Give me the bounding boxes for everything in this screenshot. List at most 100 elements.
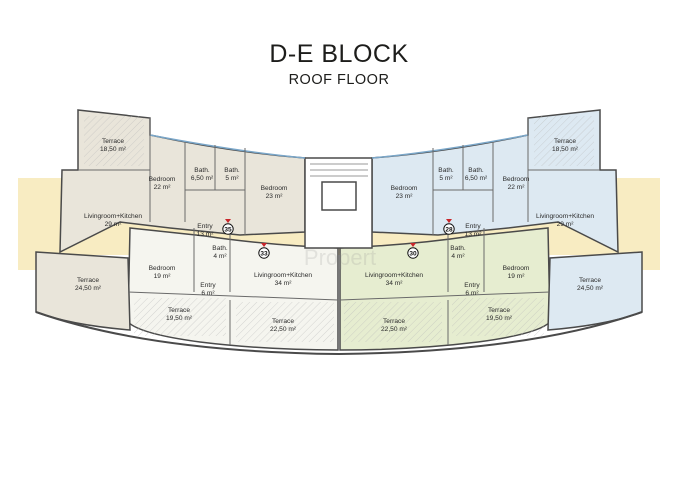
room-area: 24,50 m² [75,285,102,292]
room-name: Terrace [168,307,190,314]
marker-number: 28 [445,226,453,233]
unit-marker: 30 [407,243,419,259]
room-area: 18,50 m² [552,146,579,153]
room-area: 22 m² [508,184,526,191]
marker-arrow-icon [225,219,231,223]
room-area: 13 m² [465,231,483,238]
stair-steps [310,163,368,177]
marker-circle [258,247,270,259]
marker-arrow-icon [410,243,416,247]
room-area: 22,50 m² [381,326,408,333]
room-area: 34 m² [386,280,404,287]
marker-number: 35 [224,226,232,233]
marker-circle [443,223,455,235]
room-name: Bedroom [503,176,530,183]
room-name: Bedroom [149,265,176,272]
room-label: Bath.5 m² [224,167,240,182]
room-name: Livingroom+Kitchen [365,272,423,279]
stair-core [304,157,373,249]
room-name: Terrace [383,318,405,325]
room-name: Entry [465,223,481,230]
room-name: Terrace [102,138,124,145]
room-area: 13 m² [197,231,215,238]
room-label: Bath.5 m² [438,167,454,182]
interior-walls [78,118,600,345]
watermark-text: Propert [304,245,376,270]
room-name: Bath. [194,167,210,174]
room-name: Bath. [450,245,466,252]
room-area: 29 m² [557,221,575,228]
room-name: Bath. [468,167,484,174]
room-label: Bath.4 m² [450,245,466,260]
room-area: 6,50 m² [191,175,214,182]
room-name: Terrace [579,277,601,284]
room-area: 5 m² [225,175,239,182]
room-name: Terrace [77,277,99,284]
room-area: 24,50 m² [577,285,604,292]
room-name: Terrace [488,307,510,314]
floor-subtitle: ROOF FLOOR [288,72,390,88]
room-area: 4 m² [213,253,227,260]
room-area: 19 m² [508,273,526,280]
room-name: Livingroom+Kitchen [84,213,142,220]
room-area: 34 m² [275,280,293,287]
unit-marker: 28 [443,219,455,235]
room-name: Terrace [272,318,294,325]
marker-circle [407,247,419,259]
room-name: Terrace [554,138,576,145]
marker-number: 30 [409,250,417,257]
outer-curve-wall [35,311,643,356]
room-area: 29 m² [105,221,123,228]
room-name: Entry [197,223,213,230]
room-name: Livingroom+Kitchen [536,213,594,220]
room-name: Bath. [212,245,228,252]
room-name: Bath. [224,167,240,174]
room-name: Entry [464,282,480,289]
room-area: 22 m² [154,184,172,191]
unit-marker: 33 [258,243,270,259]
room-name: Entry [200,282,216,289]
room-name: Bedroom [391,185,418,192]
room-area: 4 m² [451,253,465,260]
room-area: 19,50 m² [166,315,193,322]
terrace-decks [84,116,594,342]
marker-number: 33 [260,250,268,257]
inner-curve-glass [149,134,529,159]
stair-core-shaft [321,181,357,211]
room-name: Bath. [438,167,454,174]
room-area: 5 m² [439,175,453,182]
marker-circle [222,223,234,235]
room-area: 6 m² [201,290,215,297]
room-area: 6,50 m² [465,175,488,182]
marker-arrow-icon [446,219,452,223]
unit-marker: 35 [222,219,234,235]
block-title: D-E BLOCK [269,40,409,68]
room-area: 19 m² [154,273,172,280]
room-area: 19,50 m² [486,315,513,322]
room-name: Bedroom [149,176,176,183]
room-area: 22,50 m² [270,326,297,333]
room-name: Bedroom [503,265,530,272]
unit-markers: 35 33 30 28 [222,219,455,259]
